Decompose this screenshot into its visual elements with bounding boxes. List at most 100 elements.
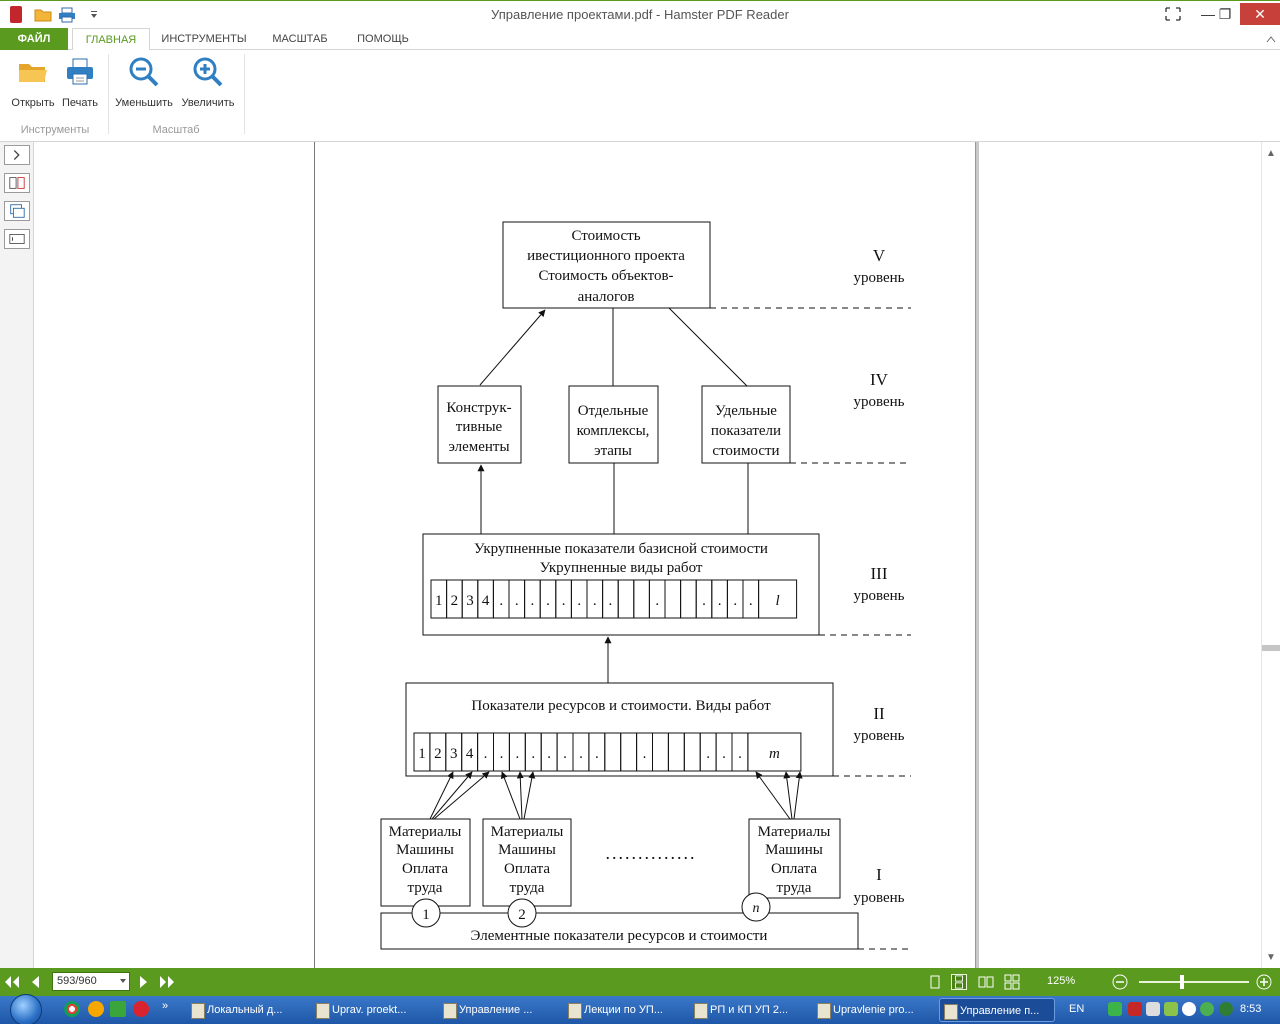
box-line: стоимости: [712, 443, 779, 459]
collapse-ribbon-icon[interactable]: [1266, 35, 1276, 43]
volume-icon[interactable]: [1146, 1002, 1160, 1016]
open-button[interactable]: Открыть: [8, 56, 58, 109]
strip-cell-label: .: [643, 746, 647, 762]
taskbar-item[interactable]: Upravlenie pro...: [813, 998, 931, 1022]
tab-help[interactable]: ПОМОЩЬ: [357, 33, 409, 45]
box-line: комплексы,: [577, 423, 650, 439]
document-view[interactable]: Стоимость ивестиционного проекта Стоимос…: [34, 142, 1261, 968]
tab-home[interactable]: ГЛАВНАЯ: [72, 28, 150, 51]
yandex-browser-icon[interactable]: [133, 1001, 149, 1017]
fullscreen-icon[interactable]: [1160, 3, 1186, 25]
taskbar-item[interactable]: Uprav. proekt...: [312, 998, 430, 1022]
zoom-slider-handle[interactable]: [1180, 975, 1184, 989]
clock: 8:53: [1240, 1003, 1262, 1015]
box-line: показатели: [711, 423, 781, 439]
mail-icon[interactable]: [88, 1001, 104, 1017]
taskbar-item-active[interactable]: Управление п...: [939, 998, 1055, 1022]
two-page-view-icon[interactable]: [978, 974, 994, 990]
tab-tools[interactable]: ИНСТРУМЕНТЫ: [161, 33, 247, 45]
level-word: уровень: [853, 890, 904, 906]
next-page-icon[interactable]: [133, 972, 153, 992]
zoom-slider[interactable]: [1139, 981, 1249, 983]
level-roman: I: [876, 865, 882, 884]
minimize-button[interactable]: —: [1201, 6, 1215, 22]
arrow: [516, 771, 524, 820]
close-button[interactable]: ✕: [1240, 3, 1280, 25]
strip-cell-label: .: [484, 746, 488, 762]
strip-cell: [620, 732, 638, 772]
vertical-scrollbar[interactable]: ▲ ▼: [1261, 142, 1280, 968]
strip-cell-label: .: [531, 593, 535, 609]
ribbon-tabs: ФАЙЛ ГЛАВНАЯ ИНСТРУМЕНТЫ МАСШТАБ ПОМОЩЬ: [0, 28, 1280, 51]
zoom-out-button[interactable]: Уменьшить: [112, 56, 176, 109]
tray-app-icon[interactable]: [1200, 1002, 1214, 1016]
zoom-in-button[interactable]: Увеличить: [178, 56, 238, 109]
resource-line: Материалы: [389, 824, 462, 840]
page-number-input[interactable]: 593/960: [52, 972, 130, 991]
open-folder-icon[interactable]: [34, 7, 52, 23]
level-word: уровень: [853, 588, 904, 604]
box-line: Отдельные: [578, 403, 649, 419]
resource-box-n: [748, 818, 841, 899]
taskbar-item[interactable]: Управление ...: [439, 998, 557, 1022]
ribbon: Открыть Печать Уменьшить Увеличить Инстр…: [0, 50, 1280, 142]
strip-cell: [617, 579, 635, 619]
scroll-up-icon[interactable]: ▲: [1266, 148, 1276, 159]
last-page-icon[interactable]: [157, 972, 177, 992]
tab-file[interactable]: ФАЙЛ: [0, 28, 68, 50]
resource-line: Оплата: [504, 861, 550, 877]
expand-pane-icon[interactable]: [4, 145, 30, 165]
bookmarks-icon[interactable]: [4, 201, 30, 221]
resource-line: труда: [408, 880, 443, 896]
print-label: Печать: [61, 97, 99, 109]
print-button[interactable]: Печать: [58, 56, 102, 109]
zoom-in-small-icon[interactable]: [1256, 974, 1272, 990]
continuous-view-icon[interactable]: [951, 974, 967, 990]
circle-marker-2: [507, 898, 537, 928]
chrome-icon[interactable]: [64, 1001, 80, 1017]
restore-button[interactable]: ❐: [1218, 6, 1232, 22]
taskbar-item[interactable]: Локальный д...: [187, 998, 305, 1022]
app-shortcut-icon[interactable]: [110, 1001, 126, 1017]
tray-app-icon[interactable]: [1164, 1002, 1178, 1016]
arrow: [793, 771, 803, 820]
taskbar-item[interactable]: Лекции по УП...: [564, 998, 682, 1022]
text-layer-icon[interactable]: [4, 229, 30, 249]
zoom-out-small-icon[interactable]: [1112, 974, 1128, 990]
two-page-continuous-icon[interactable]: [1004, 974, 1020, 990]
resource-line: Оплата: [402, 861, 448, 877]
circle-marker-n: [741, 892, 771, 922]
print-icon[interactable]: [58, 7, 76, 23]
elementary-indicators-box: [380, 912, 859, 950]
strip-cell-label: 1: [418, 746, 426, 762]
customize-toolbar-icon[interactable]: [88, 7, 100, 23]
strip-cell-label: .: [722, 746, 726, 762]
circle-label: 1: [422, 907, 430, 923]
tray-app-icon[interactable]: [1219, 1002, 1233, 1016]
taskbar: » Локальный д... Uprav. proekt... Управл…: [0, 994, 1280, 1024]
taskbar-item[interactable]: РП и КП УП 2...: [690, 998, 808, 1022]
previous-page-icon[interactable]: [26, 972, 46, 992]
first-page-icon[interactable]: [2, 972, 22, 992]
strip-cell-label: .: [547, 746, 551, 762]
strip-cell-label: .: [718, 593, 722, 609]
tray-check-icon[interactable]: [1182, 1002, 1196, 1016]
tab-scale[interactable]: МАСШТАБ: [272, 33, 328, 45]
start-button[interactable]: [10, 994, 42, 1024]
thumbnails-icon[interactable]: [4, 173, 30, 193]
resource-line: Машины: [396, 842, 454, 858]
zoom-in-icon: [193, 57, 223, 87]
tray-app-icon[interactable]: [1108, 1002, 1122, 1016]
page-dropdown-icon[interactable]: [117, 974, 129, 988]
circle-label: n: [753, 901, 760, 916]
strip-cell-label: 4: [466, 746, 474, 762]
scroll-thumb[interactable]: [1262, 645, 1280, 651]
more-shortcuts-icon[interactable]: »: [162, 1000, 169, 1012]
language-indicator[interactable]: EN: [1069, 1003, 1085, 1015]
strip-cell-label: 2: [434, 746, 442, 762]
single-page-view-icon[interactable]: [927, 974, 943, 990]
strip-cell: [633, 579, 650, 619]
window-title: Управление проектами.pdf - Hamster PDF R…: [491, 7, 789, 22]
tray-app-icon[interactable]: [1128, 1002, 1142, 1016]
scroll-down-icon[interactable]: ▼: [1266, 952, 1276, 963]
